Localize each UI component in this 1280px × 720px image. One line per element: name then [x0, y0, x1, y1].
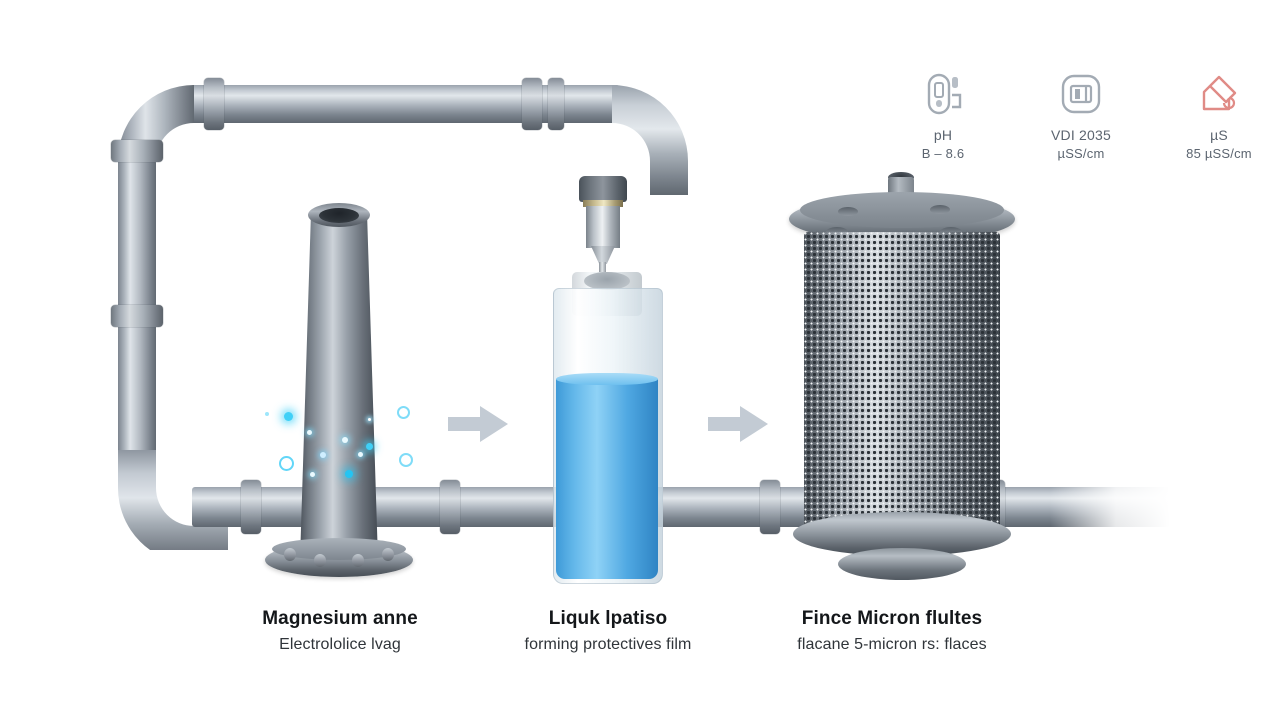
caption-subtitle: forming protectives film [524, 636, 692, 653]
pipe-elbow-bottom-left [118, 450, 228, 550]
pipe-collar-3 [204, 78, 224, 130]
conductivity-icon [1171, 68, 1267, 120]
spark-particle [265, 412, 269, 416]
anode-bolt-4 [382, 548, 394, 561]
spark-particle [320, 452, 326, 458]
spark-particle [358, 452, 363, 457]
filter-cap-hole [930, 205, 950, 214]
bottle-liquid [556, 379, 658, 579]
badge-vdi-line1: VDI 2035 [1051, 127, 1111, 143]
spark-particle [342, 437, 348, 443]
badge-conductivity-line1: µS [1210, 127, 1228, 143]
filter-cap-plate [800, 192, 1004, 228]
spark-particle [345, 470, 353, 478]
spark-ring [397, 406, 410, 419]
spark-particle [310, 472, 315, 477]
anode-bolt-3 [352, 554, 364, 567]
filter-cap-hole [838, 207, 858, 216]
pipe-collar-2 [111, 305, 163, 327]
spec-badge-row: pH B – 8.6 VDI 2035 µSS/cm [895, 68, 1267, 161]
badge-conductivity-line2: 85 µSS/cm [1186, 146, 1252, 161]
bottle-neck-opening [584, 272, 630, 290]
pipe-collar-6 [241, 480, 261, 534]
anode-bore [319, 208, 359, 223]
spark-particle [366, 443, 373, 450]
caption-title: Liquk lpatiso [548, 608, 668, 629]
filter-mesh-element [804, 232, 1000, 528]
anode-bolt-2 [314, 554, 326, 567]
spark-ring [399, 453, 413, 467]
badge-vdi[interactable]: VDI 2035 µSS/cm [1033, 68, 1129, 161]
pipe-collar-7 [440, 480, 460, 534]
caption-title: Fince Micron flultes [801, 608, 983, 629]
badge-ph-line1: pH [933, 127, 953, 143]
spark-particle [307, 430, 312, 435]
spark-ring [279, 456, 294, 471]
dosing-valve-body [586, 206, 620, 248]
anode-body [300, 215, 378, 560]
pipe-collar-5 [548, 78, 564, 130]
spark-particle [368, 418, 371, 421]
caption-subtitle: flacane 5-micron rs: flaces [797, 636, 987, 653]
badge-conductivity[interactable]: µS 85 µSS/cm [1171, 68, 1267, 161]
liquid-surface [556, 373, 658, 385]
spark-particle [284, 412, 293, 421]
flow-arrow-2 [708, 406, 768, 442]
pipe-collar-4 [522, 78, 542, 130]
caption-dosing-bottle: Liquk lpatiso forming protectives film [458, 608, 758, 654]
pipe-elbow-top-right [612, 85, 688, 195]
ph-sensor-icon [895, 68, 991, 120]
badge-vdi-line2: µSS/cm [1057, 146, 1105, 161]
badge-ph-line2: B – 8.6 [921, 146, 965, 161]
badge-ph[interactable]: pH B – 8.6 [895, 68, 991, 161]
caption-title: Magnesium anne [262, 608, 418, 629]
dosing-valve-brass-band [583, 200, 623, 207]
anode-bolt-1 [284, 548, 296, 561]
caption-micron-filter: Fince Micron flultes flacane 5-micron rs… [742, 608, 1042, 654]
filter-foot [838, 548, 966, 580]
dosing-valve-cap [579, 176, 627, 202]
caption-magnesium-anode: Magnesium anne Electrololice lvag [190, 608, 490, 654]
meter-gauge-icon [1033, 68, 1129, 120]
pipe-collar-8 [760, 480, 780, 534]
anode-flange-top [272, 538, 406, 560]
pipe-collar-1 [111, 140, 163, 162]
pipe-fade-out [1050, 487, 1170, 527]
caption-subtitle: Electrololice lvag [279, 636, 401, 653]
flow-arrow-1 [448, 406, 508, 442]
